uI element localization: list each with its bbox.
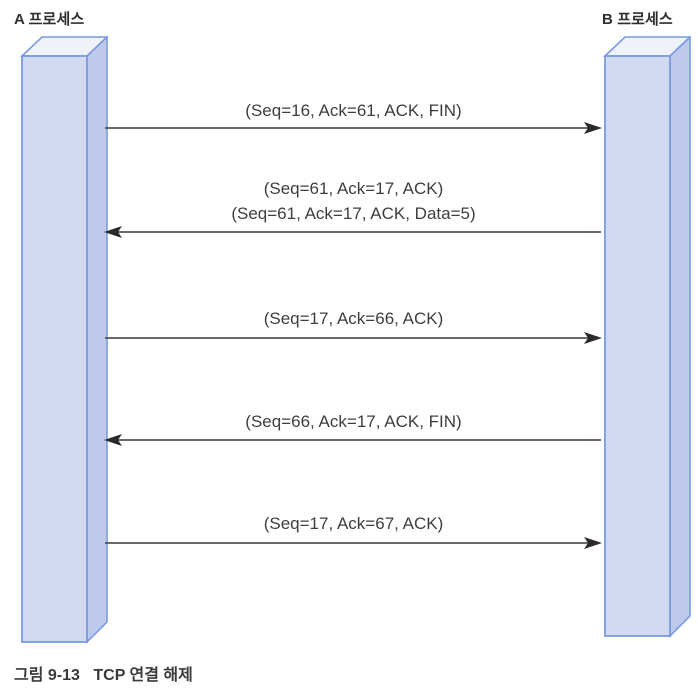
figure-caption: 그림 9-13 TCP 연결 해제 xyxy=(14,661,193,685)
lifeline-box-a xyxy=(18,35,110,649)
message-3-arrow-right xyxy=(105,332,602,344)
message-1-label: (Seq=16, Ack=61, ACK, FIN) xyxy=(105,98,602,123)
message-4-arrow-left xyxy=(104,434,601,446)
figure-caption-number: 그림 9-13 xyxy=(14,667,80,684)
message-5-arrow-right xyxy=(105,537,602,549)
message-1-arrow-right xyxy=(105,122,602,134)
message-4-line-1: (Seq=66, Ack=17, ACK, FIN) xyxy=(245,412,462,431)
message-2-line-1: (Seq=61, Ack=17, ACK) xyxy=(263,179,444,198)
participant-label-a: A 프로세스 xyxy=(14,11,85,28)
message-2-line-2: (Seq=61, Ack=17, ACK, Data=5) xyxy=(231,204,476,223)
message-5-label: (Seq=17, Ack=67, ACK) xyxy=(105,511,602,536)
box-side-face xyxy=(669,35,691,638)
lifeline-box-b xyxy=(601,35,693,649)
message-1-line-1: (Seq=16, Ack=61, ACK, FIN) xyxy=(245,101,462,120)
lifeline-box-b-shape xyxy=(602,35,693,638)
lifeline-box-a-shape xyxy=(19,35,110,644)
message-2-label: (Seq=61, Ack=17, ACK) (Seq=61, Ack=17, A… xyxy=(105,176,602,226)
figure-caption-title: TCP 연결 해제 xyxy=(93,667,193,684)
participant-label-b: B 프로세스 xyxy=(602,11,673,28)
message-3-line-1: (Seq=17, Ack=66, ACK) xyxy=(263,309,444,328)
message-5-line-1: (Seq=17, Ack=67, ACK) xyxy=(263,514,444,533)
message-2-arrow-left xyxy=(104,226,601,238)
box-front-face xyxy=(21,55,88,643)
message-4-label: (Seq=66, Ack=17, ACK, FIN) xyxy=(105,409,602,434)
message-3-label: (Seq=17, Ack=66, ACK) xyxy=(105,306,602,331)
box-front-face xyxy=(604,55,671,637)
